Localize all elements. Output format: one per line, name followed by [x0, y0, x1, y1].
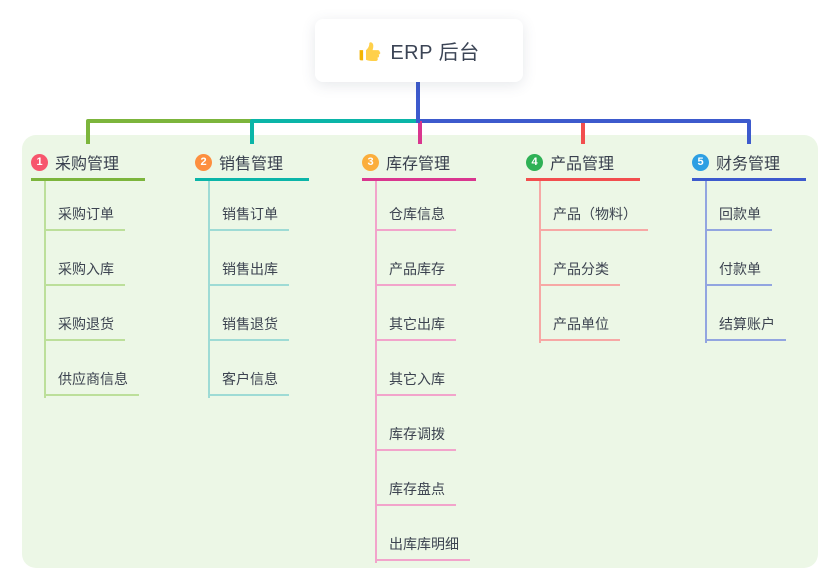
child-node-出库库明细[interactable]: 出库库明细	[375, 534, 470, 561]
child-node-row: 库存调拨	[362, 396, 476, 451]
branch-node-财务管理[interactable]: 5 财务管理	[692, 150, 806, 181]
child-node-row: 结算账户	[692, 286, 806, 341]
branch-children: 回款单付款单结算账户	[692, 176, 806, 343]
child-node-row: 产品库存	[362, 231, 476, 286]
branch-node-产品管理[interactable]: 4 产品管理	[526, 150, 640, 181]
child-node-其它入库[interactable]: 其它入库	[375, 369, 456, 396]
child-node-row: 回款单	[692, 176, 806, 231]
child-node-row: 产品（物料）	[526, 176, 648, 231]
child-node-仓库信息[interactable]: 仓库信息	[375, 204, 456, 231]
branch-number-badge: 3	[362, 153, 379, 171]
child-node-产品（物料）[interactable]: 产品（物料）	[539, 204, 648, 231]
child-node-产品单位[interactable]: 产品单位	[539, 314, 620, 341]
mindmap-background-panel	[22, 135, 818, 568]
child-node-产品分类[interactable]: 产品分类	[539, 259, 620, 286]
branch-label: 财务管理	[716, 156, 781, 173]
child-node-采购订单[interactable]: 采购订单	[44, 204, 125, 231]
child-node-采购入库[interactable]: 采购入库	[44, 259, 125, 286]
child-node-row: 出库库明细	[362, 506, 476, 561]
child-node-row: 其它出库	[362, 286, 476, 341]
child-node-row: 采购订单	[31, 176, 145, 231]
child-node-row: 销售出库	[195, 231, 309, 286]
child-node-库存调拨[interactable]: 库存调拨	[375, 424, 456, 451]
branch-number-badge: 2	[195, 153, 212, 171]
child-node-结算账户[interactable]: 结算账户	[705, 314, 786, 341]
child-node-row: 客户信息	[195, 341, 309, 396]
branch-label: 采购管理	[55, 156, 120, 173]
child-node-row: 采购退货	[31, 286, 145, 341]
children-connector-line	[208, 181, 210, 398]
branch-label: 销售管理	[219, 156, 284, 173]
child-node-row: 产品单位	[526, 286, 640, 341]
child-node-客户信息[interactable]: 客户信息	[208, 369, 289, 396]
branch-children: 仓库信息产品库存其它出库其它入库库存调拨库存盘点出库库明细	[362, 176, 476, 563]
child-node-row: 库存盘点	[362, 451, 476, 506]
child-node-供应商信息[interactable]: 供应商信息	[44, 369, 139, 396]
child-node-采购退货[interactable]: 采购退货	[44, 314, 125, 341]
child-node-row: 付款单	[692, 231, 806, 286]
child-node-row: 销售订单	[195, 176, 309, 231]
children-connector-line	[539, 181, 541, 343]
child-node-回款单[interactable]: 回款单	[705, 204, 772, 231]
branch-number-badge: 1	[31, 153, 48, 171]
branch-column-产品管理: 4 产品管理产品（物料） 产品分类产品单位	[526, 150, 648, 343]
child-node-row: 仓库信息	[362, 176, 476, 231]
child-node-row: 其它入库	[362, 341, 476, 396]
children-connector-line	[705, 181, 707, 343]
branch-column-销售管理: 2 销售管理销售订单销售出库销售退货客户信息	[195, 150, 309, 398]
root-node-erp-backend[interactable]: ERP 后台	[315, 19, 523, 82]
branch-number-badge: 4	[526, 153, 543, 171]
child-node-row: 供应商信息	[31, 341, 145, 396]
branch-label: 库存管理	[386, 156, 451, 173]
child-node-付款单[interactable]: 付款单	[705, 259, 772, 286]
branch-column-采购管理: 1 采购管理采购订单采购入库采购退货供应商信息	[31, 150, 145, 398]
child-node-销售出库[interactable]: 销售出库	[208, 259, 289, 286]
branch-column-财务管理: 5 财务管理回款单付款单结算账户	[692, 150, 806, 343]
thumbs-up-icon	[359, 42, 381, 62]
child-node-产品库存[interactable]: 产品库存	[375, 259, 456, 286]
branch-node-采购管理[interactable]: 1 采购管理	[31, 150, 145, 181]
branch-number-badge: 5	[692, 153, 709, 171]
child-node-row: 产品分类	[526, 231, 640, 286]
child-node-其它出库[interactable]: 其它出库	[375, 314, 456, 341]
branch-node-库存管理[interactable]: 3 库存管理	[362, 150, 476, 181]
children-connector-line	[44, 181, 46, 398]
branch-label: 产品管理	[550, 156, 615, 173]
child-node-row: 采购入库	[31, 231, 145, 286]
branch-node-销售管理[interactable]: 2 销售管理	[195, 150, 309, 181]
child-node-库存盘点[interactable]: 库存盘点	[375, 479, 456, 506]
child-node-row: 销售退货	[195, 286, 309, 341]
child-node-销售订单[interactable]: 销售订单	[208, 204, 289, 231]
children-connector-line	[375, 181, 377, 563]
branch-children: 产品（物料） 产品分类产品单位	[526, 176, 648, 343]
child-node-销售退货[interactable]: 销售退货	[208, 314, 289, 341]
branch-children: 采购订单采购入库采购退货供应商信息	[31, 176, 145, 398]
root-node-label: ERP 后台	[390, 42, 480, 64]
branch-column-库存管理: 3 库存管理仓库信息产品库存其它出库其它入库库存调拨库存盘点出库库明细	[362, 150, 476, 563]
branch-children: 销售订单销售出库销售退货客户信息	[195, 176, 309, 398]
